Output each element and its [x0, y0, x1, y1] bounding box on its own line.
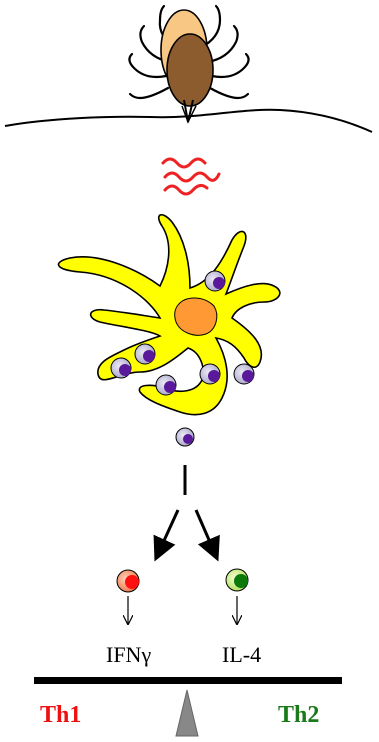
th2-cell-icon	[226, 569, 248, 591]
lymphocyte	[156, 375, 176, 395]
tick-saliva-icon	[163, 159, 219, 194]
lymphocyte	[135, 344, 155, 364]
balance-fulcrum-icon	[176, 690, 198, 736]
balance-label-th1: Th1	[40, 702, 81, 729]
balance-beam	[34, 677, 342, 684]
naive-t-cell-icon	[176, 428, 194, 446]
lymphocyte	[200, 364, 220, 384]
arrow-to-th1	[157, 510, 178, 556]
lymphocyte	[205, 271, 225, 291]
tick-icon	[129, 6, 248, 122]
lymphocyte	[111, 358, 131, 378]
lymphocyte	[234, 364, 254, 384]
th1-cell-icon	[117, 570, 139, 592]
cytokine-label-il4: IL-4	[222, 642, 261, 668]
cytokine-label-ifn-gamma: IFNγ	[106, 642, 151, 668]
arrow-to-th2	[196, 510, 216, 556]
balance-label-th2: Th2	[278, 702, 319, 729]
